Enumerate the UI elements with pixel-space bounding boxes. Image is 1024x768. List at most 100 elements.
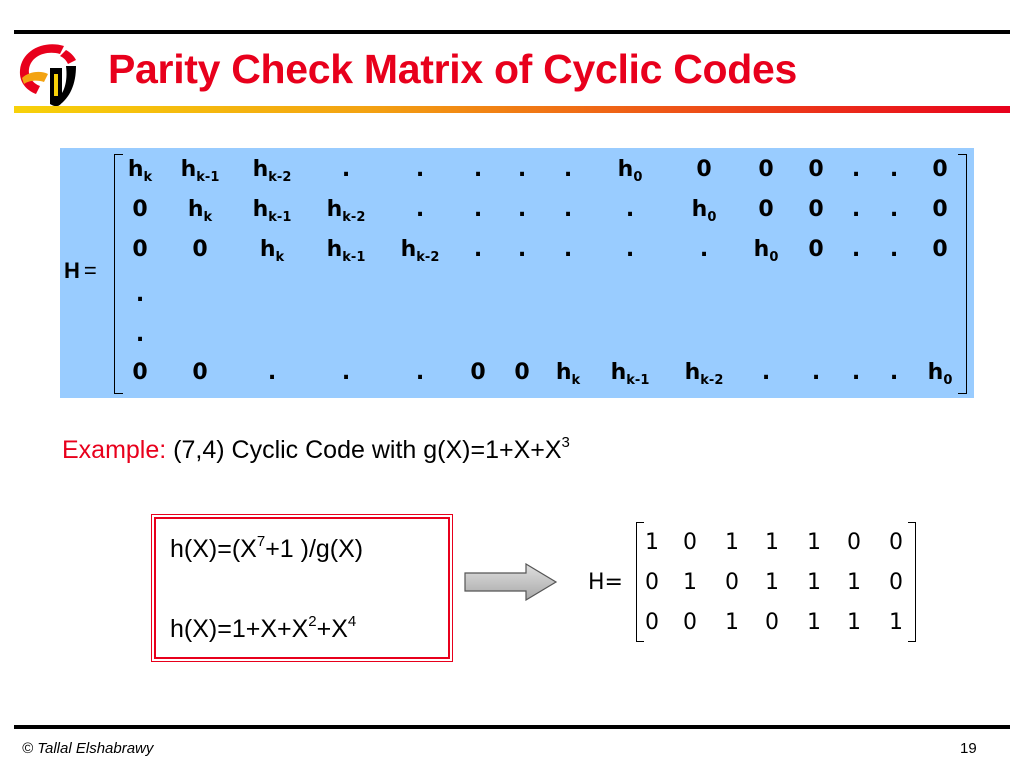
example-matrix-entry: 1 — [683, 570, 697, 595]
matrix-entry: h0 — [753, 237, 779, 265]
matrix-entry: 0 — [808, 237, 824, 262]
matrix-entry: 0 — [514, 360, 530, 385]
example-matrix-entry: 1 — [889, 610, 903, 635]
general-parity-matrix-panel — [60, 148, 974, 398]
example-matrix-label: H= — [588, 570, 623, 595]
matrix-entry: . — [267, 360, 277, 385]
matrix-entry: . — [699, 237, 709, 262]
matrix-entry: . — [517, 157, 527, 182]
matrix-entry: . — [889, 197, 899, 222]
matrix-entry: 0 — [808, 197, 824, 222]
matrix-entry: . — [563, 157, 573, 182]
general-parity-matrix: H= hk hk-1 hk-2..... h0 0 0 0.. 0 0 hk hk-1 hk-2...… — [60, 148, 974, 398]
matrix-entry: 0 — [932, 157, 948, 182]
example-matrix-entry: 0 — [683, 530, 697, 555]
matrix-entry: hk-2 — [326, 197, 366, 225]
matrix-entry: . — [889, 237, 899, 262]
matrix-entry: . — [563, 237, 573, 262]
matrix-entry: 0 — [132, 237, 148, 262]
matrix-entry: hk — [187, 197, 213, 225]
matrix-entry: hk-2 — [684, 360, 724, 388]
example-matrix-entry: 1 — [807, 610, 821, 635]
matrix-entry: . — [517, 197, 527, 222]
example-matrix-entry: 0 — [725, 570, 739, 595]
example-matrix-entry: 1 — [645, 530, 659, 555]
footer-copyright: © Tallal Elshabrawy — [22, 740, 154, 757]
matrix-entry: . — [889, 360, 899, 385]
example-matrix-entry: 1 — [847, 570, 861, 595]
matrix-entry: 0 — [696, 157, 712, 182]
matrix-entry: . — [473, 237, 483, 262]
example-matrix-entry: 0 — [683, 610, 697, 635]
example-matrix-left-bracket — [636, 522, 644, 642]
matrix-entry: . — [851, 237, 861, 262]
h-polynomial-box: h(X)=(X7+1 )/g(X) h(X)=1+X+X2+X4 — [151, 514, 453, 662]
title-underline — [14, 106, 1010, 113]
matrix-entry: 0 — [132, 197, 148, 222]
matrix-entry: hk-1 — [252, 197, 292, 225]
example-matrix-entry: 1 — [765, 570, 779, 595]
matrix-entry: 0 — [808, 157, 824, 182]
top-rule — [14, 30, 1010, 34]
matrix-entry: 0 — [932, 197, 948, 222]
matrix-entry: hk-1 — [180, 157, 220, 185]
example-matrix-entry: 1 — [807, 530, 821, 555]
example-matrix-entry: 0 — [847, 530, 861, 555]
example-label: Example: — [62, 436, 167, 464]
example-exponent: 3 — [561, 434, 570, 451]
slide-title: Parity Check Matrix of Cyclic Codes — [108, 46, 798, 92]
matrix-entry: . — [473, 197, 483, 222]
matrix-entry: . — [415, 157, 425, 182]
matrix-entry: . — [851, 157, 861, 182]
matrix-entry: . — [889, 157, 899, 182]
example-matrix-entry: 0 — [889, 530, 903, 555]
matrix-entry: 0 — [192, 360, 208, 385]
matrix-entry: . — [341, 157, 351, 182]
matrix-entry: 0 — [192, 237, 208, 262]
matrix-entry: hk-1 — [326, 237, 366, 265]
matrix-entry: h0 — [691, 197, 717, 225]
matrix-entry: hk — [127, 157, 153, 185]
h-division-line: h(X)=(X7+1 )/g(X) — [170, 533, 364, 563]
example-matrix-entry: 1 — [725, 530, 739, 555]
matrix-entry: . — [761, 360, 771, 385]
matrix-entry: hk-2 — [252, 157, 292, 185]
matrix-entry: 0 — [932, 237, 948, 262]
example-matrix-entry: 1 — [725, 610, 739, 635]
example-matrix-entry: 1 — [807, 570, 821, 595]
matrix-entry: . — [473, 157, 483, 182]
example-matrix-entry: 0 — [765, 610, 779, 635]
example-matrix-entry: 0 — [645, 610, 659, 635]
bottom-rule — [14, 725, 1010, 729]
example-matrix-entry: 0 — [645, 570, 659, 595]
matrix-entry: hk — [259, 237, 285, 265]
example-matrix-entry: 1 — [847, 610, 861, 635]
right-arrow-icon — [464, 563, 558, 601]
matrix-entry: . — [517, 237, 527, 262]
example-matrix-entry: 1 — [765, 530, 779, 555]
matrix-label: H= — [64, 258, 97, 283]
matrix-entry: . — [811, 360, 821, 385]
matrix-entry: . — [341, 360, 351, 385]
matrix-entry: . — [415, 197, 425, 222]
page-number: 19 — [960, 740, 977, 757]
matrix-entry: . — [135, 282, 145, 307]
example-text: (7,4) Cyclic Code with g(X)=1+X+X — [173, 436, 562, 464]
matrix-entry: . — [563, 197, 573, 222]
matrix-entry: . — [625, 237, 635, 262]
university-logo-icon — [19, 44, 76, 107]
matrix-entry: hk-2 — [400, 237, 440, 265]
matrix-entry: h0 — [617, 157, 643, 185]
example-line: Example: (7,4) Cyclic Code with g(X)=1+X… — [62, 434, 570, 465]
matrix-entry: . — [135, 322, 145, 347]
matrix-entry: hk-1 — [610, 360, 650, 388]
matrix-entry: 0 — [470, 360, 486, 385]
example-matrix-right-bracket — [908, 522, 916, 642]
matrix-entry: 0 — [758, 197, 774, 222]
example-matrix-entry: 0 — [889, 570, 903, 595]
matrix-entry: . — [625, 197, 635, 222]
matrix-entry: . — [415, 360, 425, 385]
matrix-entry: 0 — [758, 157, 774, 182]
h-result-line: h(X)=1+X+X2+X4 — [170, 613, 357, 643]
matrix-entry: . — [851, 197, 861, 222]
